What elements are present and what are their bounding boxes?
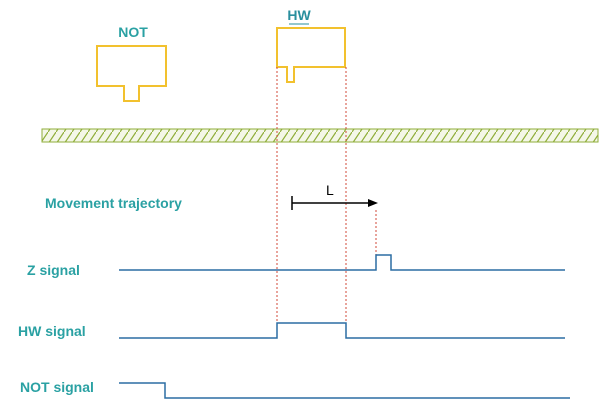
rail-hatch [41, 128, 599, 143]
hw-signal-waveform [119, 322, 565, 339]
not-switch-shape [96, 45, 167, 102]
trajectory-arrow-head [368, 199, 378, 207]
trajectory-label: Movement trajectory [45, 195, 182, 211]
not-switch-label: NOT [118, 24, 148, 40]
distance-label: L [326, 182, 334, 198]
hw-switch-shape [276, 27, 346, 83]
not-signal-waveform [119, 382, 570, 399]
hw-switch-label: HW [287, 7, 311, 23]
not-signal-label: NOT signal [20, 379, 94, 395]
z-signal-waveform [119, 254, 565, 271]
z-signal-label: Z signal [27, 262, 80, 278]
hw-signal-label: HW signal [18, 323, 86, 339]
